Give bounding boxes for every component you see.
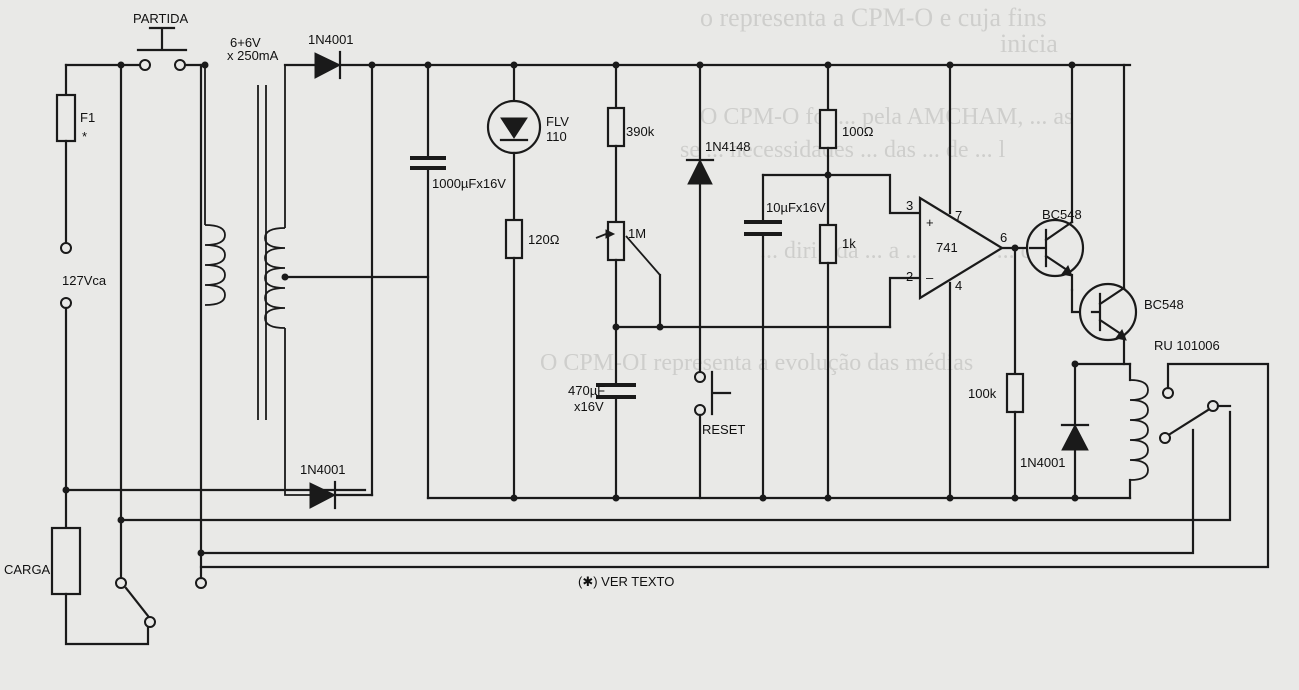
label-led-1: FLV <box>546 114 569 129</box>
transistor-q2: BC548 <box>1070 63 1184 366</box>
led-flv110: FLV 110 <box>486 63 569 222</box>
fuse-f1 <box>55 93 77 143</box>
capacitor-10u: 10µFx16V <box>744 173 922 500</box>
label-cap-10u: 10µFx16V <box>766 200 826 215</box>
bleed-line-1: o representa a CPM-O e cuja fins <box>700 3 1047 32</box>
bleed-line-6: O CPM-OI representa a evolução das média… <box>540 350 973 376</box>
label-diode-relay: 1N4001 <box>1020 455 1066 470</box>
label-127vca: 127Vca <box>62 273 107 288</box>
bleed-line-4: se ... necessidades ... das ... de ... l <box>680 137 1006 163</box>
resistor-390k <box>606 106 626 148</box>
label-q1: BC548 <box>1042 207 1082 222</box>
label-1n4148: 1N4148 <box>705 139 751 154</box>
label-q2: BC548 <box>1144 297 1184 312</box>
resistor-120: 120Ω <box>504 218 560 500</box>
mains-terminal-b <box>60 297 72 309</box>
label-transformer-i: x 250mA <box>227 48 279 63</box>
start-pushbutton <box>136 26 188 71</box>
label-100: 100Ω <box>842 124 874 139</box>
label-cap-timer-2: x16V <box>574 399 604 414</box>
label-f1: F1 <box>80 110 95 125</box>
transformer: 6+6V x 250mA <box>204 35 430 496</box>
potentiometer-1m <box>606 220 626 262</box>
label-f1-mark: * <box>82 129 87 144</box>
label-100k: 100k <box>968 386 997 401</box>
footnote-ver-texto: (✱) VER TEXTO <box>578 574 674 589</box>
label-cap-timer-1: 470µF <box>568 383 605 398</box>
label-reset: RESET <box>702 422 745 437</box>
load-carga <box>50 526 82 596</box>
label-1k: 1k <box>842 236 856 251</box>
relay-ru101006: RU 101006 1N4001 <box>199 338 1270 569</box>
resistor-100k: 100k <box>968 244 1025 500</box>
opamp-741: + – 741 3 2 7 4 6 <box>888 63 1032 500</box>
resistor-1k <box>818 223 838 265</box>
reset-button[interactable]: RESET <box>694 325 745 500</box>
transistor-q1: BC548 <box>1025 63 1085 292</box>
bleed-line-3: O CPM-O foi ... pela AMCHAM, ... as <box>700 104 1073 130</box>
label-relay: RU 101006 <box>1154 338 1220 353</box>
label-pin3: 3 <box>906 198 913 213</box>
label-led-2: 110 <box>546 129 567 144</box>
label-partida: PARTIDA <box>133 11 188 26</box>
label-carga: CARGA <box>4 562 51 577</box>
bleed-through-text: o representa a CPM-O e cuja fins inicia … <box>540 3 1073 376</box>
label-diode-top: 1N4001 <box>308 32 354 47</box>
label-1m: 1M <box>628 226 646 241</box>
timer-network: 390k 1M 470µF x16V <box>568 63 664 500</box>
label-res-120: 120Ω <box>528 232 560 247</box>
filter-capacitor: 1000µFx16V <box>410 63 506 500</box>
label-390k: 390k <box>626 124 655 139</box>
resistor-100 <box>818 108 838 150</box>
mains-terminal-a <box>60 242 72 254</box>
label-pin6: 6 <box>1000 230 1007 245</box>
label-diode-bottom: 1N4001 <box>300 462 346 477</box>
label-741: 741 <box>936 240 958 255</box>
diode-1n4148: 1N4148 <box>685 63 751 329</box>
rectifier-diode-top <box>283 50 1132 80</box>
mains-section: PARTIDA F1 * 127Vca CARGA <box>4 11 367 646</box>
bleed-line-2: inicia <box>1000 29 1058 58</box>
label-cap-filter: 1000µFx16V <box>432 176 506 191</box>
rectifier-diode-bottom <box>309 63 374 510</box>
label-pin2: 2 <box>906 269 913 284</box>
label-transformer-v: 6+6V <box>230 35 261 50</box>
label-pin4: 4 <box>955 278 962 293</box>
label-plus: + <box>926 215 934 230</box>
junction-dots <box>62 61 1079 557</box>
label-pin7: 7 <box>955 208 962 223</box>
bleed-line-5: ... dirigida ... a ... ordem ... do ... <box>760 238 1069 264</box>
label-minus: – <box>926 270 934 285</box>
return-wires <box>119 410 1232 555</box>
reference-divider: 100Ω 1k <box>818 63 874 500</box>
